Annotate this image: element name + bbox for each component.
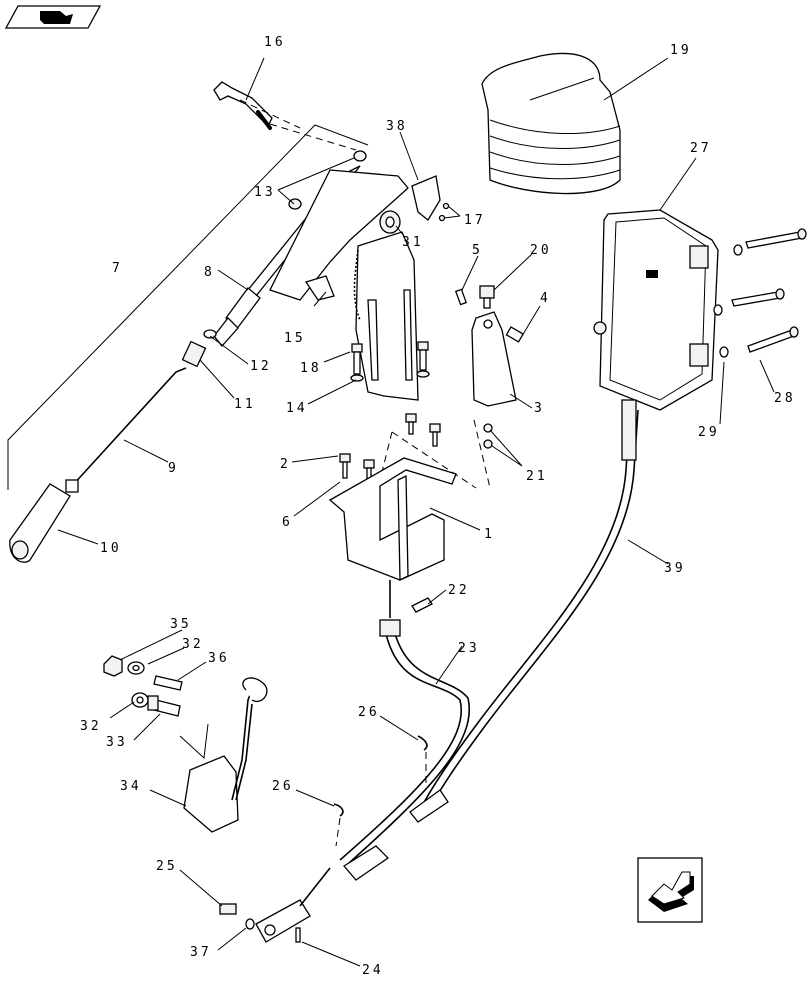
label-4: 4 (540, 291, 551, 306)
label-37: 37 (190, 945, 212, 960)
label-22: 22 (448, 583, 470, 598)
label-35: 35 (170, 617, 192, 632)
part-3-bracket (471, 311, 517, 407)
part-37-washer (245, 918, 255, 930)
part-29-washers (713, 244, 743, 358)
label-24: 24 (362, 963, 384, 978)
label-7: 7 (112, 261, 123, 276)
clevis-upper (343, 789, 449, 881)
clevis-lower (255, 867, 331, 943)
label-11: 11 (234, 397, 256, 412)
part-12-ring (203, 329, 217, 339)
label-36: 36 (208, 651, 230, 666)
label-12: 12 (250, 359, 272, 374)
label-39: 39 (664, 561, 686, 576)
part-5-pin (454, 288, 468, 306)
part-7-plate (269, 169, 409, 301)
label-18: 18 (300, 361, 322, 376)
label-15: 15 (284, 331, 306, 346)
part-24-cotter (295, 927, 301, 943)
part-11-spring (181, 340, 207, 368)
part-34-bracket (183, 677, 268, 833)
label-32b: 32 (80, 719, 102, 734)
label-29: 29 (698, 425, 720, 440)
label-17: 17 (464, 213, 486, 228)
label-5: 5 (472, 243, 483, 258)
part-16-handle (213, 81, 273, 130)
part-23-cable (339, 580, 471, 865)
part-25-pin (219, 903, 237, 915)
part-9-rod (65, 367, 187, 493)
label-33: 33 (106, 735, 128, 750)
label-23: 23 (458, 641, 480, 656)
label-14: 14 (286, 401, 308, 416)
label-9: 9 (168, 461, 179, 476)
part-19-boot (481, 52, 621, 195)
part-7-outline (7, 124, 369, 490)
part-labels: 16 38 13 17 31 5 20 7 8 4 15 12 18 11 14… (80, 35, 796, 978)
part-18-bolts (350, 341, 430, 382)
part-13-nuts (288, 150, 367, 210)
part-27-actuator (593, 209, 719, 411)
part-35-nut (103, 655, 123, 677)
mounting-screws (339, 413, 441, 485)
label-3: 3 (534, 401, 545, 416)
part-10-grip (9, 483, 71, 563)
part-36-bolt (153, 675, 183, 691)
label-1: 1 (484, 527, 495, 542)
label-34: 34 (120, 779, 142, 794)
dash-16-13 (269, 123, 357, 151)
part-17-screws (438, 202, 450, 222)
part-32-washer-b (131, 692, 149, 708)
part-14-sector-plate (353, 231, 419, 401)
label-26a: 26 (358, 705, 380, 720)
leader-lines (57, 57, 775, 967)
label-32a: 32 (182, 637, 204, 652)
label-38: 38 (386, 119, 408, 134)
part-1-base-bracket (328, 457, 457, 582)
part-21-nuts (483, 423, 493, 449)
label-27: 27 (690, 141, 712, 156)
label-16: 16 (264, 35, 286, 50)
label-25: 25 (156, 859, 178, 874)
part-20-bolt (479, 285, 495, 309)
arrow-icon[interactable] (637, 857, 703, 923)
part-15-bracket (304, 275, 335, 301)
label-10: 10 (100, 541, 122, 556)
part-32-washer-a (127, 661, 145, 675)
label-19: 19 (670, 43, 692, 58)
part-28-bolts (731, 228, 807, 353)
label-31: 31 (402, 235, 424, 250)
part-38-bracket (411, 175, 441, 221)
label-21: 21 (526, 469, 548, 484)
part-31-bushing (379, 210, 401, 234)
label-6: 6 (282, 515, 293, 530)
label-8: 8 (204, 265, 215, 280)
part-26-clip-b (333, 803, 344, 817)
part-39-cable (416, 399, 639, 814)
part-22-pin (411, 597, 433, 613)
part-33-bolt (147, 695, 181, 717)
book-icon[interactable] (4, 5, 102, 29)
part-26-clip-a (417, 735, 428, 751)
label-28: 28 (774, 391, 796, 406)
label-13: 13 (254, 185, 276, 200)
part-4-pin (505, 326, 524, 343)
label-2: 2 (280, 457, 291, 472)
label-20: 20 (530, 243, 552, 258)
label-26b: 26 (272, 779, 294, 794)
